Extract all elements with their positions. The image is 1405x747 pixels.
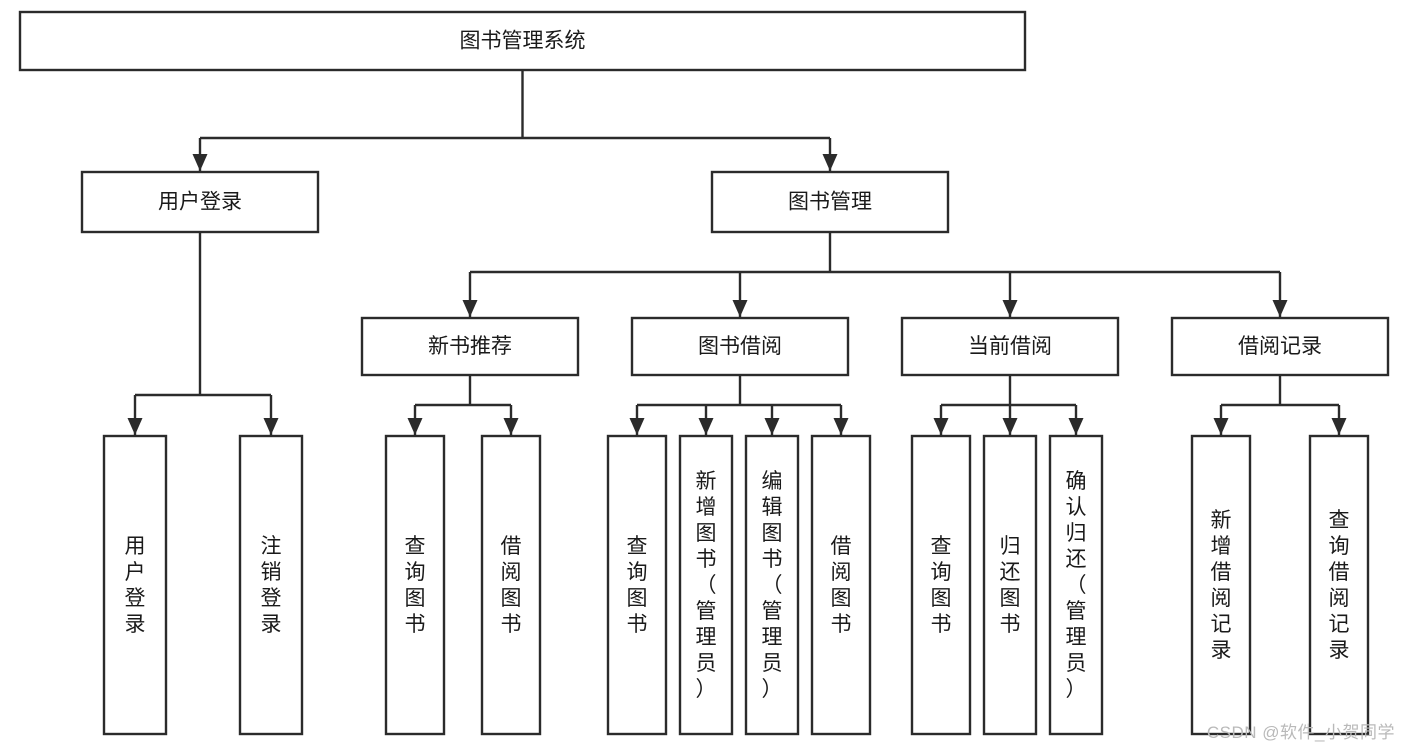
node-leaf-query-book-3-label: 查询图书 (931, 535, 952, 636)
arrow-head-icon (407, 418, 423, 435)
node-user-login-label: 用户登录 (158, 191, 242, 214)
node-borrow-record-box[interactable] (1170, 316, 1390, 377)
node-leaf-user-logout-label: 注销登录 (261, 535, 282, 636)
node-book-borrow[interactable]: 图书借阅 (630, 316, 850, 377)
node-current-borrow-box[interactable] (900, 316, 1120, 377)
arrow-head-icon (933, 418, 949, 435)
arrow-head-icon (732, 300, 748, 317)
node-leaf-add-record[interactable]: 新增借阅记录 (1190, 434, 1252, 736)
node-leaf-query-book-2-box[interactable] (606, 434, 668, 736)
node-borrow-record[interactable]: 借阅记录 (1170, 316, 1390, 377)
node-leaf-user-login[interactable]: 用户登录 (102, 434, 168, 736)
node-leaf-confirm-return-label: 确认归还（管理员） (1066, 470, 1087, 701)
node-leaf-query-book-3[interactable]: 查询图书 (910, 434, 972, 736)
arrow-head-icon (764, 418, 780, 435)
node-book-management-box[interactable] (710, 170, 950, 234)
node-leaf-query-book-1-box[interactable] (384, 434, 446, 736)
node-leaf-query-book-1[interactable]: 查询图书 (384, 434, 446, 736)
arrow-head-icon (462, 300, 478, 317)
connector-layer (127, 70, 1347, 435)
node-book-management-label: 图书管理 (788, 191, 872, 214)
node-book-management[interactable]: 图书管理 (710, 170, 950, 234)
node-leaf-query-record-label: 查询借阅记录 (1329, 509, 1350, 662)
node-leaf-query-book-2-label: 查询图书 (627, 535, 648, 636)
node-leaf-query-book-3-box[interactable] (910, 434, 972, 736)
arrow-head-icon (833, 418, 849, 435)
node-root-system[interactable]: 图书管理系统 (18, 10, 1027, 72)
node-leaf-return-book-box[interactable] (982, 434, 1038, 736)
node-leaf-query-book-2[interactable]: 查询图书 (606, 434, 668, 736)
node-user-login[interactable]: 用户登录 (80, 170, 320, 234)
arrow-head-icon (822, 154, 838, 171)
arrow-head-icon (1272, 300, 1288, 317)
arrow-head-icon (698, 418, 714, 435)
node-leaf-edit-book[interactable]: 编辑图书（管理员） (744, 434, 800, 736)
node-leaf-edit-book-label: 编辑图书（管理员） (762, 470, 783, 701)
arrow-head-icon (503, 418, 519, 435)
arrow-head-icon (1331, 418, 1347, 435)
node-leaf-add-book-box[interactable] (678, 434, 734, 736)
node-leaf-user-logout-box[interactable] (238, 434, 304, 736)
watermark-text: CSDN @软件_小贺同学 (1206, 723, 1395, 742)
arrow-head-icon (1002, 418, 1018, 435)
node-leaf-add-book[interactable]: 新增图书（管理员） (678, 434, 734, 736)
arrow-head-icon (629, 418, 645, 435)
node-leaf-add-book-label: 新增图书（管理员） (696, 470, 717, 701)
node-current-borrow-label: 当前借阅 (968, 335, 1052, 358)
node-leaf-add-record-box[interactable] (1190, 434, 1252, 736)
node-leaf-borrow-book-1-box[interactable] (480, 434, 542, 736)
node-leaf-confirm-return-box[interactable] (1048, 434, 1104, 736)
node-leaf-borrow-book-2-box[interactable] (810, 434, 872, 736)
node-leaf-borrow-book-1-label: 借阅图书 (501, 535, 522, 636)
node-root-system-box[interactable] (18, 10, 1027, 72)
node-book-borrow-label: 图书借阅 (698, 335, 782, 358)
arrow-head-icon (192, 154, 208, 171)
node-user-login-box[interactable] (80, 170, 320, 234)
node-layer: 图书管理系统用户登录图书管理新书推荐图书借阅当前借阅借阅记录用户登录注销登录查询… (18, 10, 1390, 736)
node-leaf-user-login-box[interactable] (102, 434, 168, 736)
arrow-head-icon (127, 418, 143, 435)
node-leaf-user-logout[interactable]: 注销登录 (238, 434, 304, 736)
node-new-book-recommend-box[interactable] (360, 316, 580, 377)
arrow-head-icon (1068, 418, 1084, 435)
node-leaf-borrow-book-2-label: 借阅图书 (831, 535, 852, 636)
arrow-head-icon (1213, 418, 1229, 435)
arrow-head-icon (1002, 300, 1018, 317)
node-root-system-label: 图书管理系统 (460, 30, 586, 53)
node-leaf-add-record-label: 新增借阅记录 (1211, 509, 1232, 662)
node-new-book-recommend[interactable]: 新书推荐 (360, 316, 580, 377)
node-new-book-recommend-label: 新书推荐 (428, 335, 512, 358)
node-current-borrow[interactable]: 当前借阅 (900, 316, 1120, 377)
node-leaf-borrow-book-2[interactable]: 借阅图书 (810, 434, 872, 736)
node-leaf-confirm-return[interactable]: 确认归还（管理员） (1048, 434, 1104, 736)
node-leaf-return-book[interactable]: 归还图书 (982, 434, 1038, 736)
node-leaf-query-book-1-label: 查询图书 (405, 535, 426, 636)
node-borrow-record-label: 借阅记录 (1238, 335, 1322, 358)
node-leaf-user-login-label: 用户登录 (125, 535, 146, 636)
arrow-head-icon (263, 418, 279, 435)
node-leaf-query-record-box[interactable] (1308, 434, 1370, 736)
node-leaf-borrow-book-1[interactable]: 借阅图书 (480, 434, 542, 736)
node-leaf-return-book-label: 归还图书 (1000, 535, 1021, 636)
node-book-borrow-box[interactable] (630, 316, 850, 377)
node-leaf-edit-book-box[interactable] (744, 434, 800, 736)
node-leaf-query-record[interactable]: 查询借阅记录 (1308, 434, 1370, 736)
